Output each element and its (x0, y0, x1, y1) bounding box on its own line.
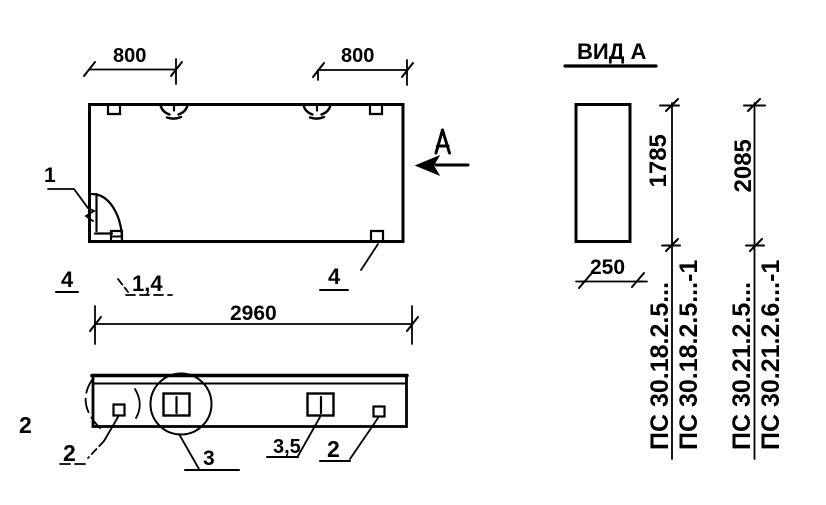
svg-text:3,5: 3,5 (273, 436, 301, 458)
svg-text:ПС 30.21.2.5...: ПС 30.21.2.5... (728, 282, 756, 450)
svg-text:1,4: 1,4 (132, 271, 163, 296)
svg-text:1785: 1785 (645, 134, 672, 187)
svg-text:2085: 2085 (730, 139, 757, 192)
svg-text:2: 2 (19, 412, 32, 438)
svg-text:800: 800 (113, 45, 146, 67)
svg-text:4: 4 (328, 264, 341, 289)
svg-text:2960: 2960 (230, 302, 277, 325)
svg-text:1: 1 (44, 164, 56, 187)
svg-text:800: 800 (341, 45, 374, 67)
svg-text:3: 3 (203, 447, 215, 470)
svg-text:ПС 30.21.2.6...-1: ПС 30.21.2.6...-1 (757, 260, 785, 450)
svg-text:ВИД А: ВИД А (577, 39, 646, 64)
svg-text:2: 2 (63, 440, 76, 466)
svg-text:2: 2 (327, 436, 340, 462)
svg-text:ПС 30.18.2.5...-1: ПС 30.18.2.5...-1 (675, 260, 703, 450)
svg-text:4: 4 (61, 267, 74, 292)
svg-text:250: 250 (590, 256, 625, 279)
svg-text:ПС 30.18.2.5...: ПС 30.18.2.5... (646, 282, 674, 450)
